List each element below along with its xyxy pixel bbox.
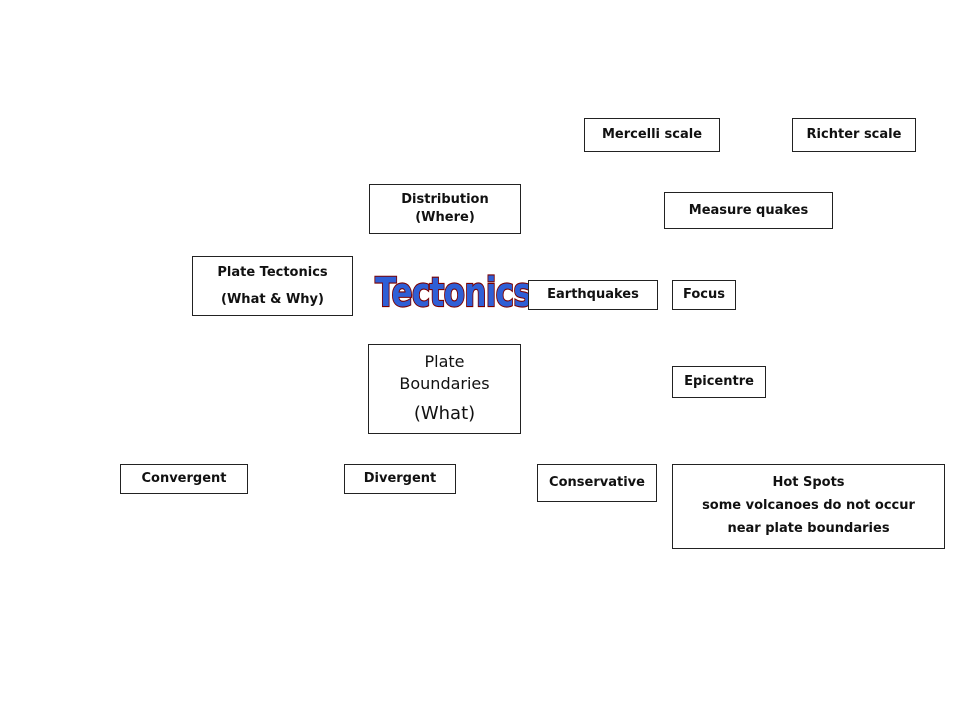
earthquakes-box: Earthquakes [528,280,658,310]
plate-boundaries-label-3: (What) [413,403,476,425]
richter-scale-box: Richter scale [792,118,916,152]
convergent-label: Convergent [141,471,227,487]
distribution-label: Distribution [401,192,489,208]
mercelli-scale-box: Mercelli scale [584,118,720,152]
conservative-box: Conservative [537,464,657,502]
hot-spots-box: Hot Spots some volcanoes do not occur ne… [672,464,945,549]
plate-tectonics-sublabel: (What & Why) [221,292,324,307]
plate-tectonics-label: Plate Tectonics [217,264,328,280]
title-text: Tectonics [375,270,531,316]
plate-boundaries-label-2: Boundaries [399,373,490,393]
tectonics-title: Tectonics [372,262,533,322]
measure-quakes-label: Measure quakes [688,202,809,218]
plate-tectonics-box: Plate Tectonics (What & Why) [192,256,353,316]
earthquakes-label: Earthquakes [547,287,639,303]
epicentre-label: Epicentre [684,374,754,390]
hot-spots-label: Hot Spots [772,475,845,491]
focus-box: Focus [672,280,736,310]
hot-spots-detail-2: near plate boundaries [727,520,890,536]
richter-scale-label: Richter scale [806,127,902,143]
divergent-box: Divergent [344,464,456,494]
measure-quakes-box: Measure quakes [664,192,833,229]
conservative-label: Conservative [549,475,645,491]
hot-spots-detail-1: some volcanoes do not occur [702,498,915,514]
distribution-sublabel: (Where) [415,210,475,225]
plate-boundaries-box: Plate Boundaries (What) [368,344,521,434]
mercelli-scale-label: Mercelli scale [601,127,703,143]
focus-label: Focus [683,287,725,303]
convergent-box: Convergent [120,464,248,494]
epicentre-box: Epicentre [672,366,766,398]
plate-boundaries-label-1: Plate [424,352,465,372]
divergent-label: Divergent [363,471,437,487]
distribution-box: Distribution (Where) [369,184,521,234]
